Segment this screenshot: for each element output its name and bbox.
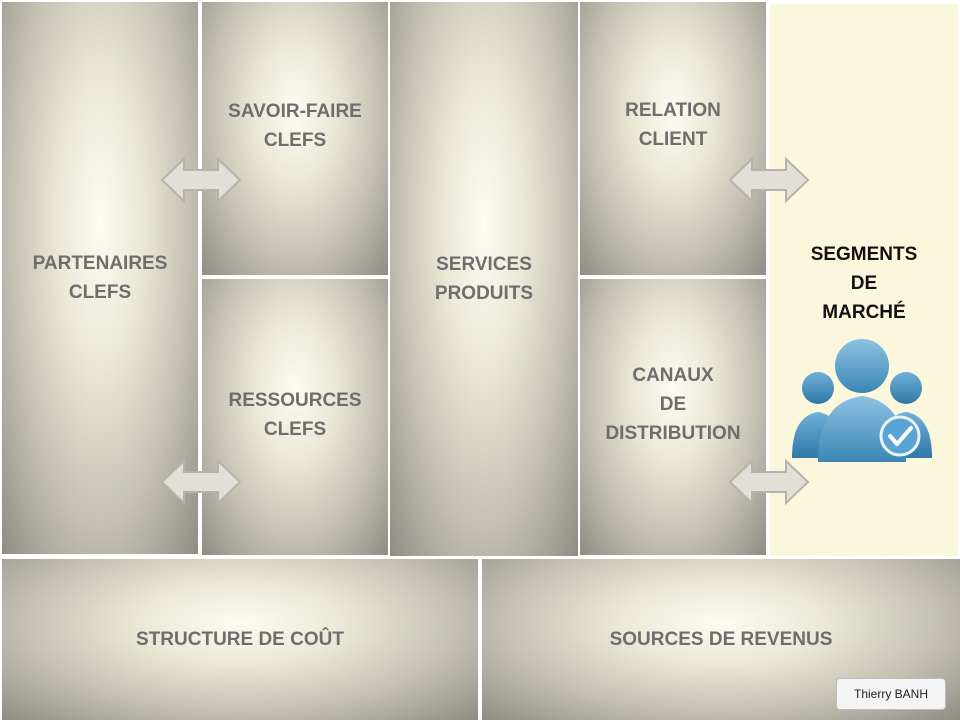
double-arrow-icon: [728, 458, 810, 506]
resources-label: RESSOURCES CLEFS: [228, 390, 362, 440]
value-block: SERVICES PRODUITS: [390, 2, 578, 556]
customer-group-icon: [792, 339, 932, 462]
partners-block: PARTENAIRES CLEFS: [2, 2, 198, 554]
channels-block: CANAUX DE DISTRIBUTION: [580, 279, 766, 555]
segments-block: SEGMENTS DE MARCHÉ: [770, 4, 958, 556]
channels-label: CANAUX DE DISTRIBUTION: [605, 364, 741, 444]
relations-block: RELATION CLIENT: [580, 2, 766, 275]
resources-block: RESSOURCES CLEFS: [202, 279, 388, 555]
double-arrow-icon: [728, 156, 810, 204]
segments-label: SEGMENTS DE MARCHÉ: [810, 244, 918, 323]
activities-label: SAVOIR-FAIRE CLEFS: [228, 100, 362, 151]
value-label: SERVICES PRODUITS: [434, 254, 534, 304]
relations-label: RELATION CLIENT: [625, 99, 721, 150]
double-arrow-icon: [160, 156, 242, 204]
costs-block: STRUCTURE DE COÛT: [2, 559, 478, 720]
author-credit: Thierry BANH: [836, 678, 946, 710]
double-arrow-icon: [160, 458, 242, 506]
costs-label: STRUCTURE DE COÛT: [136, 629, 344, 650]
revenues-label: SOURCES DE REVENUS: [609, 629, 833, 650]
partners-label: PARTENAIRES CLEFS: [32, 253, 168, 303]
activities-block: SAVOIR-FAIRE CLEFS: [202, 2, 388, 275]
revenues-block: SOURCES DE REVENUS: [482, 559, 960, 720]
